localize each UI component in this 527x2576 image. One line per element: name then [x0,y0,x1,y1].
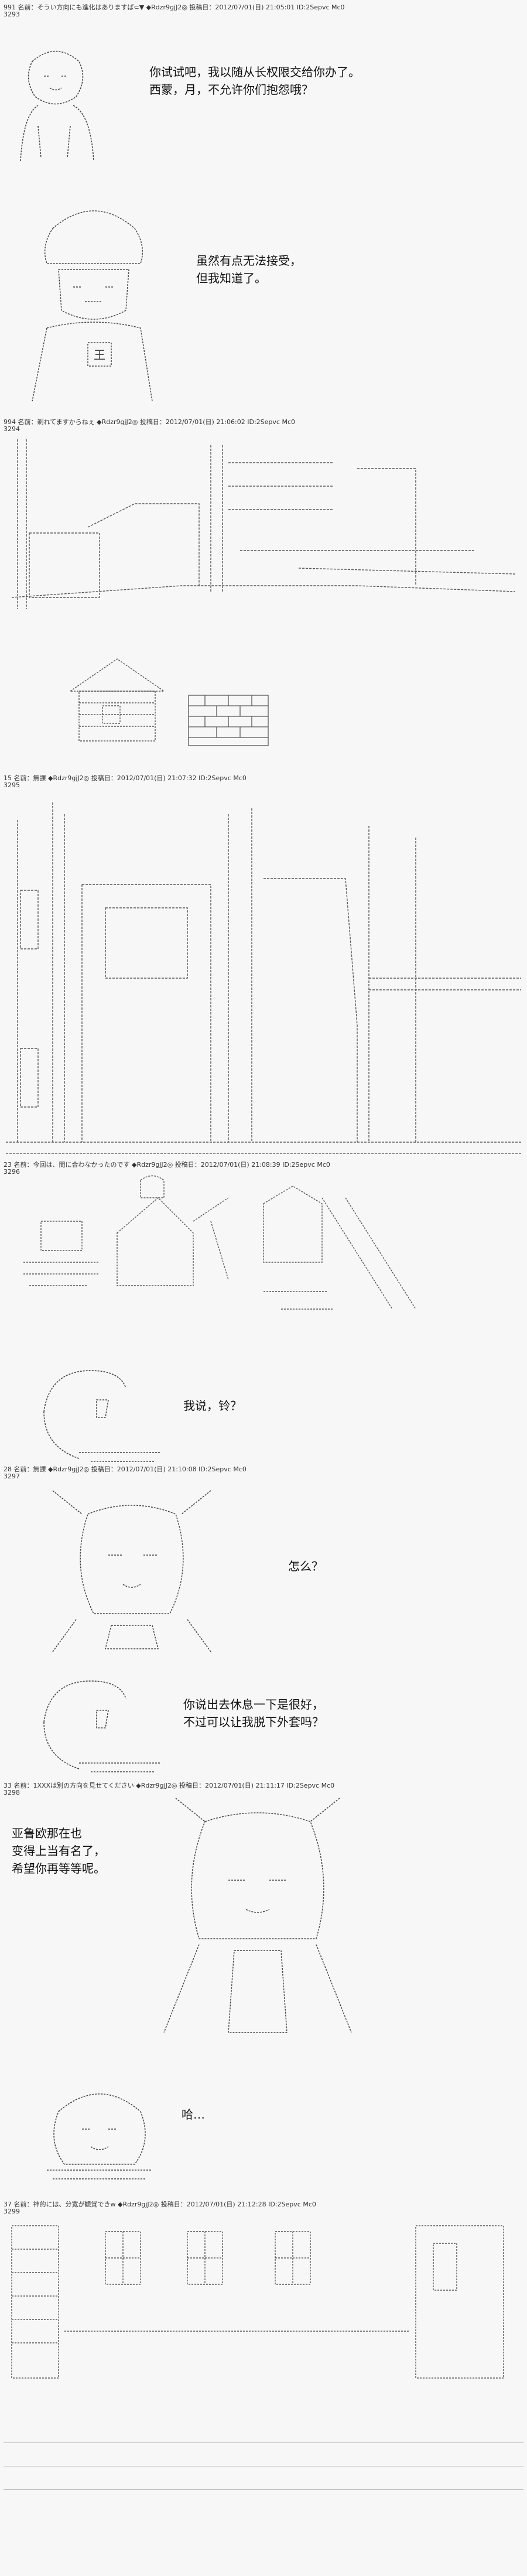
dialogue-line: 怎么？ [288,1559,323,1573]
ascii-art-character [23,193,164,404]
ascii-art-character [35,2076,164,2182]
ascii-art-character [41,1479,223,1655]
post-number: 3296 [4,1168,20,1176]
dialogue-line: 不过可以让我脱下外套吗？ [183,1715,324,1729]
post-header: 994 名前：剃れてますからねぇ ◆Rdzr9gjJ2◎ 投稿日：2012/07… [4,418,295,426]
dialogue-line: 亚鲁欧那在也 [12,1826,82,1840]
ascii-art-street-scene [6,433,521,615]
ascii-art-building-facade [6,791,521,1154]
dialogue-line: 变得上当有名了， [12,1844,105,1858]
ascii-art-village-scene [18,1174,427,1338]
post-number: 3298 [4,1789,20,1796]
post-header: 15 名前：無課 ◆Rdzr9gjJ2◎ 投稿日：2012/07/01(日) 2… [4,774,247,782]
post-header: 37 名前：神的には、分宽が観覚できw ◆Rdzr9gjJ2◎ 投稿日：2012… [4,2201,316,2208]
dialogue-line: 你说出去休息一下是很好， [183,1697,324,1711]
ascii-art-character [141,1792,375,2038]
post-header: 33 名前：1XXXは別の方向を見せてください ◆Rdzr9gjJ2◎ 投稿日：… [4,1782,335,1789]
post-header: 28 名前：無課 ◆Rdzr9gjJ2◎ 投稿日：2012/07/01(日) 2… [4,1465,247,1473]
divider [4,2442,523,2443]
dialogue-line: 西蒙，月，不允许你们抱怨哦？ [149,83,313,97]
sign-text: 王 [94,348,105,362]
ascii-art-character [15,44,97,161]
dialogue-line: 希望你再等等呢。 [12,1861,105,1875]
ascii-art-character [32,1365,167,1464]
post-header: 23 名前：今回は、間に合わなかったのです ◆Rdzr9gjJ2◎ 投稿日：20… [4,1161,330,1169]
ascii-art-room-scene [6,2214,521,2390]
post-number: 3293 [4,11,20,18]
dialogue-line: 我说，铃？ [183,1399,242,1413]
post-number: 3297 [4,1473,20,1480]
post-number: 3295 [4,781,20,789]
divider [4,2489,523,2490]
post-number: 3294 [4,425,20,433]
post-number: 3299 [4,2208,20,2215]
ascii-art-brick-wall [187,694,269,747]
dialogue-line: 虽然有点无法接受， [196,254,302,268]
post-header: 991 名前：そうい方向にも進化はありますば⊂▼ ◆Rdzr9gjJ2◎ 投稿日… [4,4,345,11]
ascii-art-house [64,656,170,744]
dialogue-line: 你试试吧，我以随从长权限交给你办了。 [149,65,360,79]
dialogue-line: 但我知道了。 [196,271,266,285]
dialogue-line: 哈… [182,2107,205,2121]
ascii-art-character [32,1675,167,1775]
